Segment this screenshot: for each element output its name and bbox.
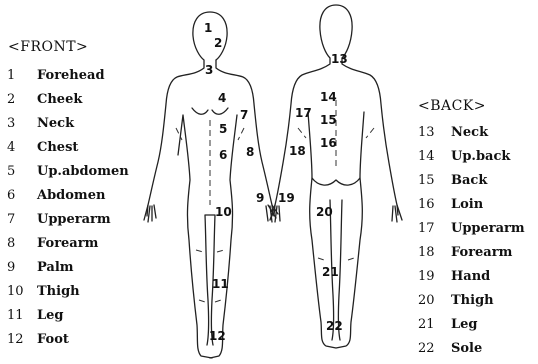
back-marker-21: 21 [322, 266, 339, 278]
front-chest-lines [192, 108, 228, 114]
front-marker-4: 4 [218, 92, 226, 104]
front-marker-9: 9 [256, 192, 264, 204]
front-marker-5: 5 [219, 123, 227, 135]
front-marker-12: 12 [209, 330, 226, 342]
back-marker-20: 20 [316, 206, 333, 218]
front-left-side [178, 115, 212, 358]
front-marker-8: 8 [246, 146, 254, 158]
back-marker-22: 22 [326, 320, 343, 332]
back-marker-13: 13 [331, 53, 348, 65]
front-hands [144, 205, 278, 222]
back-hands [270, 205, 402, 222]
front-right-outline [216, 60, 273, 216]
back-marker-16: 16 [320, 137, 337, 149]
front-marker-6: 6 [219, 149, 227, 161]
back-marker-19: 19 [278, 192, 295, 204]
back-marker-15: 15 [320, 114, 337, 126]
back-marker-17: 17 [295, 107, 312, 119]
back-buttocks [312, 178, 360, 185]
back-marker-18: 18 [289, 145, 306, 157]
front-marker-3: 3 [205, 64, 213, 76]
front-marker-7: 7 [240, 109, 248, 121]
front-region-lines [176, 120, 244, 302]
front-marker-11: 11 [212, 278, 229, 290]
front-marker-10: 10 [215, 206, 232, 218]
front-marker-1: 1 [204, 22, 212, 34]
front-marker-2: 2 [214, 37, 222, 49]
back-marker-14: 14 [320, 91, 337, 103]
